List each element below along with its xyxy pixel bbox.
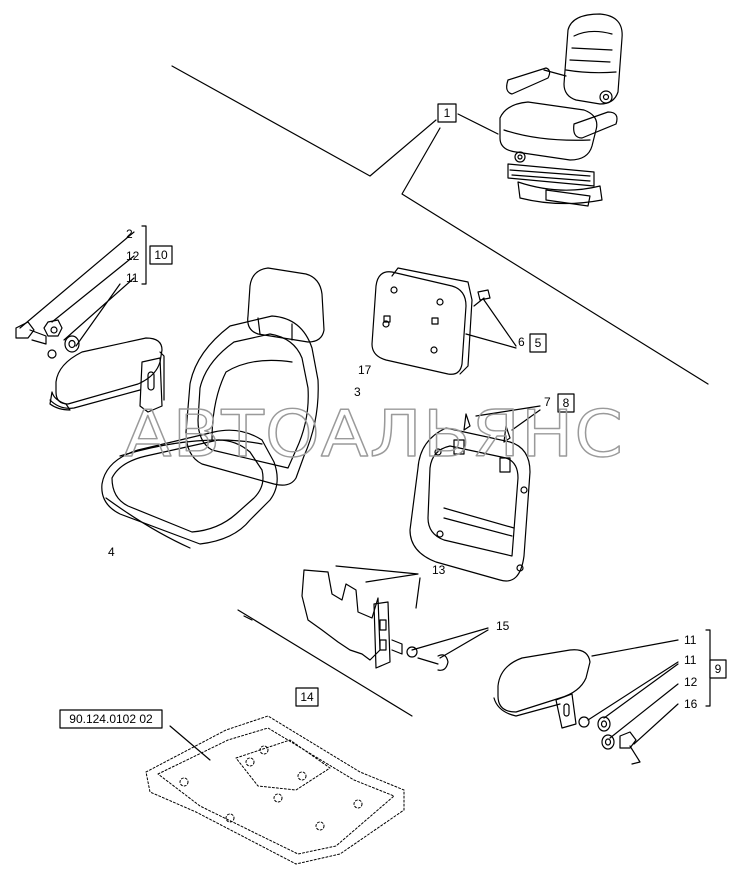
watermark-text: АВТОАЛЬЯНС (124, 398, 624, 472)
box-label-14: 14 (300, 690, 314, 704)
label-17: 17 (358, 363, 372, 377)
assembly-leader-lines (171, 65, 709, 385)
label-6: 6 (518, 335, 525, 349)
label-7: 7 (544, 395, 551, 409)
left-armrest-fasteners (15, 319, 80, 359)
box-label-9: 9 (715, 662, 722, 676)
label-12: 12 (126, 249, 140, 263)
headrest (247, 267, 325, 343)
label-16: 16 (684, 697, 698, 711)
label-11: 11 (126, 271, 139, 285)
left-armrest-leaders (19, 225, 147, 347)
back-frame-leaders (475, 405, 541, 431)
part-number-labels: 2 12 11 17 3 4 6 7 13 15 11 11 12 16 (108, 227, 698, 711)
box-label-10: 10 (154, 248, 168, 262)
bracket-leaders (237, 565, 489, 717)
adjuster-bracket (301, 569, 449, 671)
seat-backrest (185, 315, 319, 486)
label-2: 2 (126, 227, 133, 241)
label-12-right: 12 (684, 675, 698, 689)
label-3: 3 (354, 385, 361, 399)
right-armrest (493, 649, 591, 729)
back-cover-leaders (465, 299, 517, 349)
back-frame (409, 413, 531, 582)
boxed-group-labels: 1 10 5 8 9 14 90.124.0102 02 (59, 103, 727, 729)
box-label-5: 5 (535, 336, 542, 350)
label-4: 4 (108, 545, 115, 559)
label-11-right-b: 11 (684, 653, 697, 667)
label-15: 15 (496, 619, 510, 633)
label-13: 13 (432, 563, 446, 577)
seat-cushion (101, 429, 278, 549)
right-armrest-fasteners (578, 716, 641, 765)
left-armrest (49, 337, 165, 413)
back-cover-plate (371, 267, 491, 375)
reference-number: 90.124.0102 02 (69, 712, 153, 726)
box-label-1: 1 (444, 106, 451, 120)
base-plate-leader (169, 725, 211, 761)
box-label-8: 8 (563, 396, 570, 410)
seat-base-plate (145, 715, 405, 865)
label-11-right-a: 11 (684, 633, 697, 647)
bracket-group-leader (243, 615, 253, 621)
right-armrest-leaders (587, 629, 711, 745)
complete-seat-assembly (499, 13, 623, 207)
